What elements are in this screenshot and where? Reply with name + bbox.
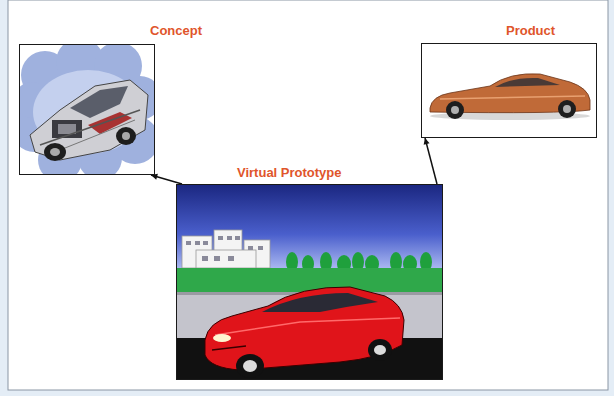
box-heading: Virtual Prototype <box>235 165 344 181</box>
box-heading: Concept <box>148 23 204 39</box>
concept-box: Concept <box>19 44 155 175</box>
connector-arrow <box>151 174 182 184</box>
connector-arrow <box>424 138 437 184</box>
virtual-prototype-scene <box>176 184 443 380</box>
concept-illustration <box>19 44 155 175</box>
box-heading: Product <box>504 23 557 39</box>
arrow-head <box>424 138 430 145</box>
product-box: Product <box>421 43 597 138</box>
product-illustration <box>421 43 597 138</box>
prototype-box: Virtual Prototype <box>176 184 443 380</box>
connector-line <box>425 138 437 184</box>
page-frame <box>8 0 608 390</box>
